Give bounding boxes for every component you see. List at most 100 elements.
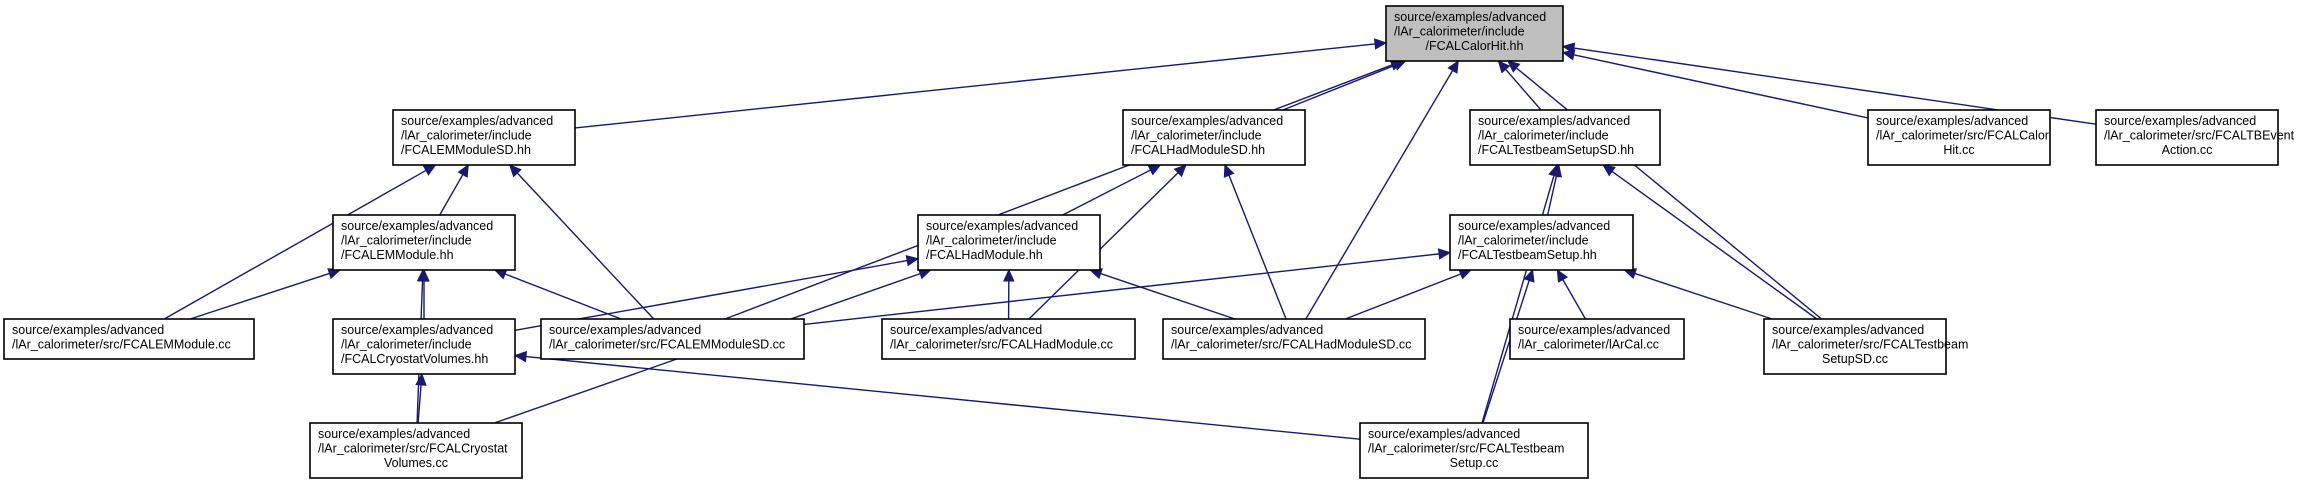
dependency-edge-em_cc-to-em_hh bbox=[189, 268, 342, 320]
node-tbsd_cc[interactable]: source/examples/advanced/lAr_calorimeter… bbox=[1763, 318, 1968, 375]
dependency-edge-emsd_cc-to-emsd_hh bbox=[508, 164, 655, 320]
node-label-line: /lAr_calorimeter/src/FCALEMModule.cc bbox=[12, 338, 231, 352]
node-emsd_hh[interactable]: source/examples/advanced/lAr_calorimeter… bbox=[392, 109, 576, 166]
node-box[interactable] bbox=[392, 109, 576, 166]
node-label-line: SetupSD.cc bbox=[1822, 352, 1888, 366]
node-box[interactable] bbox=[1469, 109, 1661, 166]
node-cryo_hh[interactable]: source/examples/advanced/lAr_calorimeter… bbox=[332, 318, 516, 375]
dependency-edge-hadsd_cc-to-had_hh bbox=[1089, 268, 1236, 320]
arrowhead-icon bbox=[513, 350, 528, 363]
dependency-edge-hadsd_cc-to-tb_hh bbox=[1345, 268, 1473, 320]
node-label-line: source/examples/advanced bbox=[12, 323, 164, 337]
node-box[interactable] bbox=[1763, 318, 1947, 375]
arrowhead-icon bbox=[905, 255, 920, 267]
arrowhead-icon bbox=[1561, 42, 1576, 54]
dependency-edge-larcal_cc-to-tb_hh bbox=[1556, 268, 1587, 320]
node-box[interactable] bbox=[332, 214, 516, 271]
edge-line bbox=[1282, 64, 1396, 111]
node-label-line: source/examples/advanced bbox=[1772, 323, 1924, 337]
node-label-line: /lAr_calorimeter/include bbox=[1394, 25, 1525, 39]
node-had_hh[interactable]: source/examples/advanced/lAr_calorimeter… bbox=[917, 214, 1101, 271]
node-box[interactable] bbox=[309, 422, 523, 479]
node-em_cc[interactable]: source/examples/advanced/lAr_calorimeter… bbox=[3, 318, 255, 360]
edge-line bbox=[1505, 68, 1542, 111]
dependency-edge-hadsd_cc-to-root bbox=[1305, 59, 1459, 320]
node-label-line: /lAr_calorimeter/src/FCALHadModule.cc bbox=[890, 338, 1113, 352]
arrowhead-icon bbox=[1548, 163, 1560, 178]
edge-line bbox=[1228, 174, 1287, 320]
node-box[interactable] bbox=[1449, 214, 1634, 271]
node-box[interactable] bbox=[2095, 109, 2279, 166]
edge-line bbox=[1546, 175, 1558, 216]
arrowhead-icon bbox=[416, 268, 429, 282]
node-tb_hh[interactable]: source/examples/advanced/lAr_calorimeter… bbox=[1449, 214, 1634, 271]
node-label-line: /lAr_calorimeter/src/FCALHadModuleSD.cc bbox=[1171, 338, 1411, 352]
dependency-edge-had_cc-to-hadsd_hh bbox=[1028, 164, 1187, 320]
edge-line bbox=[163, 169, 427, 320]
node-label-line: /FCALHadModuleSD.hh bbox=[1131, 143, 1265, 157]
dependency-edge-emsd_cc-to-tb_hh bbox=[803, 248, 1452, 326]
node-box[interactable] bbox=[917, 214, 1101, 271]
edge-line bbox=[1562, 279, 1587, 320]
dependency-edge-tbsd_cc-to-tb_hh bbox=[1623, 268, 1773, 320]
nodes-layer: source/examples/advanced/lAr_calorimeter… bbox=[3, 5, 2295, 479]
node-tb_cc[interactable]: source/examples/advanced/lAr_calorimeter… bbox=[1359, 422, 1589, 479]
node-label-line: source/examples/advanced bbox=[926, 219, 1078, 233]
node-box[interactable] bbox=[1867, 109, 2051, 166]
arrowhead-icon bbox=[1373, 38, 1388, 50]
node-calorhit_cc[interactable]: source/examples/advanced/lAr_calorimeter… bbox=[1867, 109, 2051, 166]
node-box[interactable] bbox=[1509, 318, 1685, 360]
arrowhead-icon bbox=[1556, 268, 1569, 283]
node-label-line: /FCALTestbeamSetupSD.hh bbox=[1478, 143, 1634, 157]
node-label-line: Volumes.cc bbox=[384, 456, 448, 470]
arrowhead-icon bbox=[1447, 59, 1459, 74]
node-hadsd_cc[interactable]: source/examples/advanced/lAr_calorimeter… bbox=[1162, 318, 1426, 360]
node-had_cc[interactable]: source/examples/advanced/lAr_calorimeter… bbox=[881, 318, 1136, 360]
edge-line bbox=[1345, 273, 1461, 320]
node-box[interactable] bbox=[1359, 422, 1589, 479]
arrowhead-icon bbox=[1003, 268, 1015, 282]
node-root[interactable]: source/examples/advanced/lAr_calorimeter… bbox=[1385, 5, 1564, 62]
node-label-line: source/examples/advanced bbox=[2104, 114, 2256, 128]
node-tbevent_cc[interactable]: source/examples/advanced/lAr_calorimeter… bbox=[2095, 109, 2295, 166]
node-label-line: source/examples/advanced bbox=[890, 323, 1042, 337]
node-label-line: source/examples/advanced bbox=[1394, 10, 1546, 24]
arrowhead-icon bbox=[1523, 268, 1535, 283]
node-label-line: /lAr_calorimeter/include bbox=[401, 129, 532, 143]
node-label-line: /lAr_calorimeter/include bbox=[1131, 129, 1262, 143]
node-label-line: /lAr_calorimeter/src/FCALCalor bbox=[1876, 129, 2049, 143]
node-box[interactable] bbox=[1385, 5, 1564, 62]
edge-line bbox=[504, 273, 622, 320]
node-label-line: /FCALCalorHit.hh bbox=[1426, 39, 1524, 53]
edge-line bbox=[1515, 67, 1823, 320]
node-em_hh[interactable]: source/examples/advanced/lAr_calorimeter… bbox=[332, 214, 516, 271]
node-label-line: /lAr_calorimeter/include bbox=[926, 234, 1057, 248]
arrowhead-icon bbox=[457, 163, 469, 178]
node-box[interactable] bbox=[881, 318, 1136, 360]
node-box[interactable] bbox=[1122, 109, 1306, 166]
edge-line bbox=[189, 272, 330, 320]
edge-line bbox=[724, 64, 1393, 320]
node-label-line: /FCALCryostatVolumes.hh bbox=[341, 352, 488, 366]
node-box[interactable] bbox=[1162, 318, 1426, 360]
node-box[interactable] bbox=[3, 318, 255, 360]
node-label-line: Hit.cc bbox=[1943, 143, 1974, 157]
dependency-edge-hadsd_hh-to-root bbox=[1282, 59, 1407, 111]
node-cryo_cc[interactable]: source/examples/advanced/lAr_calorimeter… bbox=[309, 422, 523, 479]
node-box[interactable] bbox=[540, 318, 805, 360]
node-hadsd_hh[interactable]: source/examples/advanced/lAr_calorimeter… bbox=[1122, 109, 1306, 166]
node-emsd_cc[interactable]: source/examples/advanced/lAr_calorimeter… bbox=[540, 318, 805, 360]
node-larcal_cc[interactable]: source/examples/advanced/lAr_calorimeter… bbox=[1509, 318, 1685, 360]
edge-line bbox=[525, 355, 1361, 440]
arrowhead-icon bbox=[1437, 248, 1452, 260]
arrowhead-icon bbox=[1506, 60, 1521, 73]
node-label-line: Setup.cc bbox=[1450, 456, 1499, 470]
node-label-line: source/examples/advanced bbox=[318, 427, 470, 441]
node-box[interactable] bbox=[332, 318, 516, 375]
edge-line bbox=[1634, 272, 1773, 320]
node-label-line: /lAr_calorimeter/src/FCALTestbeam bbox=[1772, 338, 1968, 352]
node-tbsd_hh[interactable]: source/examples/advanced/lAr_calorimeter… bbox=[1469, 109, 1661, 166]
edge-line bbox=[803, 253, 1440, 326]
edge-line bbox=[1482, 280, 1530, 424]
edge-line bbox=[1305, 70, 1454, 320]
